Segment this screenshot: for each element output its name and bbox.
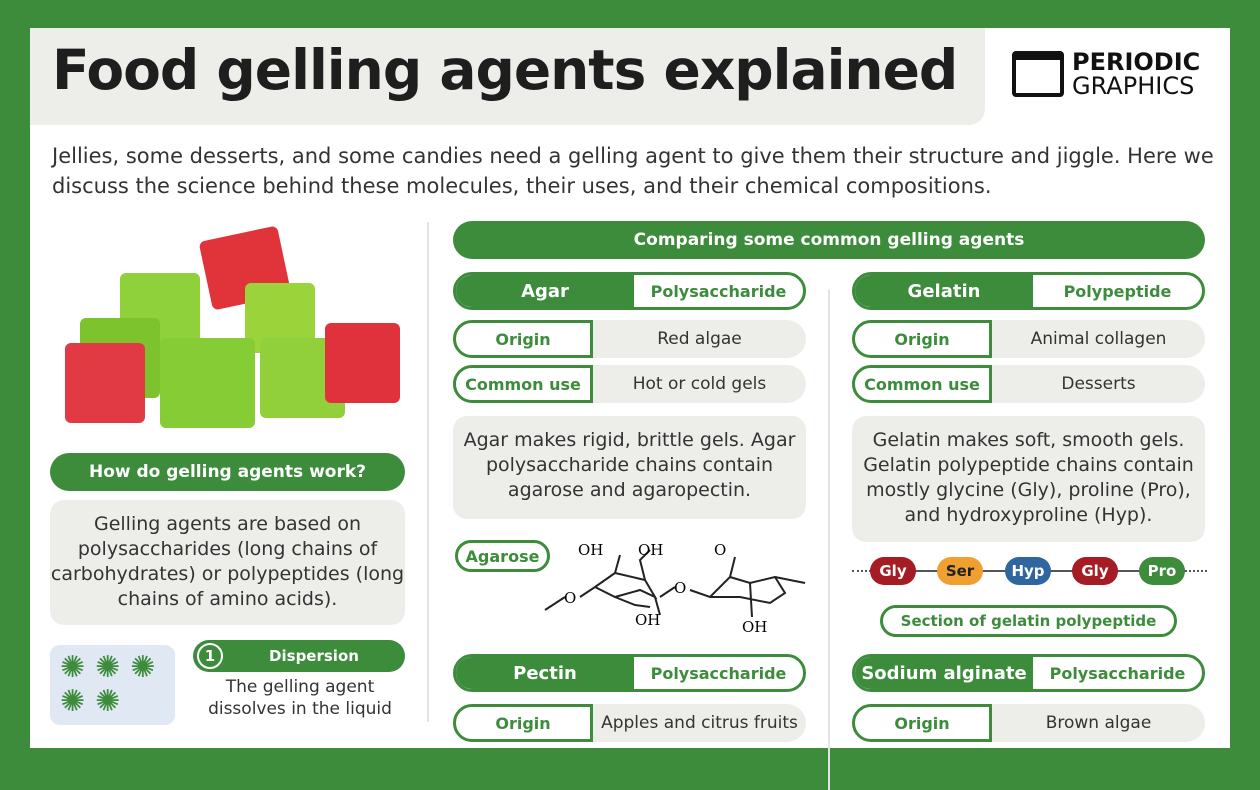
agent-type: Polysaccharide [650, 281, 787, 301]
origin-label: Origin [852, 704, 992, 742]
origin-label: Origin [453, 704, 593, 742]
gelatin-chain-caption: Section of gelatin polypeptide [880, 605, 1177, 637]
page-title: Food gelling agents explained [52, 38, 958, 102]
agar-header: Agar Polysaccharide [453, 272, 806, 310]
origin-value: Red algae [657, 329, 742, 349]
dispersion-image: ✺✺✺✺✺ [50, 645, 175, 725]
origin-value: Brown algae [1045, 713, 1152, 733]
use-value: Hot or cold gels [632, 374, 767, 394]
alginate-header: Sodium alginate Polysaccharide [852, 654, 1205, 692]
gelatin-origin-row: Origin Animal collagen [852, 320, 1205, 358]
agent-name: Agar [456, 275, 634, 307]
agarose-structure-diagram: OH OH OH OH O O O [544, 541, 806, 635]
agar-description: Agar makes rigid, brittle gels. Agar pol… [453, 416, 806, 519]
agar-use-row: Common use Hot or cold gels [453, 365, 806, 403]
gelatin-chain: Gly Ser Hyp Gly Pro [852, 557, 1207, 587]
agarose-label: Agarose [455, 540, 550, 572]
title-bar [30, 28, 985, 125]
agar-origin-row: Origin Red algae [453, 320, 806, 358]
oh-label: OH [635, 611, 660, 629]
origin-value: Animal collagen [1030, 329, 1167, 349]
oh-label: OH [578, 541, 603, 559]
agent-type: Polysaccharide [650, 663, 787, 683]
intro-text: Jellies, some desserts, and some candies… [52, 144, 1214, 198]
jelly-cubes-image [60, 225, 405, 428]
step-title: Dispersion [269, 647, 359, 665]
oh-label: OH [742, 618, 767, 635]
use-value: Desserts [1061, 374, 1136, 394]
o-label: O [714, 541, 726, 559]
divider [828, 290, 830, 790]
residue-gly: Gly [1072, 557, 1118, 585]
agent-type: Polysaccharide [1049, 663, 1186, 683]
calendar-molecule-icon [1012, 51, 1064, 97]
logo-line2: GRAPHICS [1072, 72, 1195, 100]
o-label: O [564, 589, 576, 607]
pectin-origin-row: Origin Apples and citrus fruits [453, 704, 806, 742]
comparison-heading: Comparing some common gelling agents [453, 221, 1205, 259]
pectin-header: Pectin Polysaccharide [453, 654, 806, 692]
origin-label: Origin [453, 320, 593, 358]
gelatin-header: Gelatin Polypeptide [852, 272, 1205, 310]
residue-pro: Pro [1139, 557, 1185, 585]
agent-type: Polypeptide [1063, 281, 1172, 301]
residue-ser: Ser [937, 557, 983, 585]
how-gelling-agents-work-heading: How do gelling agents work? [50, 453, 405, 491]
step-text: The gelling agent dissolves in the liqui… [208, 677, 392, 719]
divider [427, 222, 429, 722]
residue-hyp: Hyp [1005, 557, 1051, 585]
gelatin-description: Gelatin makes soft, smooth gels. Gelatin… [852, 416, 1205, 542]
use-label: Common use [453, 365, 593, 403]
logo-line1: PERIODIC [1072, 48, 1201, 76]
step-number: 1 [197, 643, 223, 669]
alginate-origin-row: Origin Brown algae [852, 704, 1205, 742]
use-label: Common use [852, 365, 992, 403]
step-dispersion-heading: 1 Dispersion [193, 640, 405, 672]
agent-name: Sodium alginate [855, 657, 1033, 689]
residue-gly: Gly [870, 557, 916, 585]
how-text: Gelling agents are based on polysacchari… [50, 500, 405, 625]
agent-name: Gelatin [855, 275, 1033, 307]
o-label: O [674, 579, 686, 597]
agent-name: Pectin [456, 657, 634, 689]
gelatin-use-row: Common use Desserts [852, 365, 1205, 403]
oh-label: OH [638, 541, 663, 559]
origin-value: Apples and citrus fruits [601, 713, 798, 733]
origin-label: Origin [852, 320, 992, 358]
